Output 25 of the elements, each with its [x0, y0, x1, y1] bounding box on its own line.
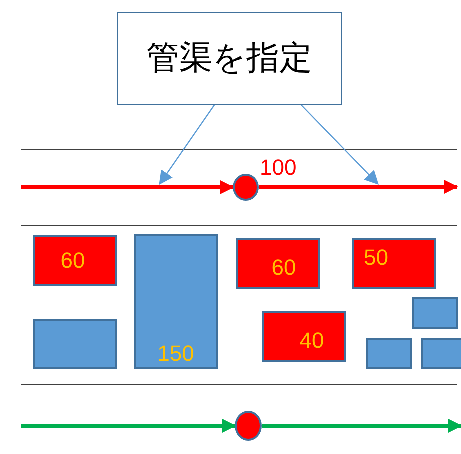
rect-block	[352, 238, 436, 289]
value-label: 60	[272, 256, 296, 278]
rect-block	[366, 338, 412, 369]
rect-block	[236, 238, 320, 289]
value-label: 150	[158, 342, 194, 364]
value-label: 100	[260, 157, 297, 179]
value-label: 60	[60, 250, 86, 272]
pipe-arrow	[259, 180, 458, 194]
pipe-arrow	[21, 419, 236, 433]
leader-arrow	[159, 104, 216, 186]
pipe-arrow	[21, 180, 234, 194]
rect-block	[134, 234, 218, 369]
junction-circle	[233, 174, 259, 201]
rect-block	[421, 338, 461, 369]
rect-block	[33, 235, 117, 286]
rect-block	[262, 311, 346, 362]
value-label: 50	[364, 246, 388, 268]
junction-circle	[235, 411, 262, 441]
rect-block	[33, 319, 117, 369]
pipe-arrow	[262, 419, 461, 433]
title-text: 管渠を指定	[146, 38, 312, 78]
value-label: 40	[300, 330, 324, 352]
title-box	[117, 12, 342, 105]
rect-block	[412, 297, 458, 329]
leader-arrow	[300, 104, 379, 185]
